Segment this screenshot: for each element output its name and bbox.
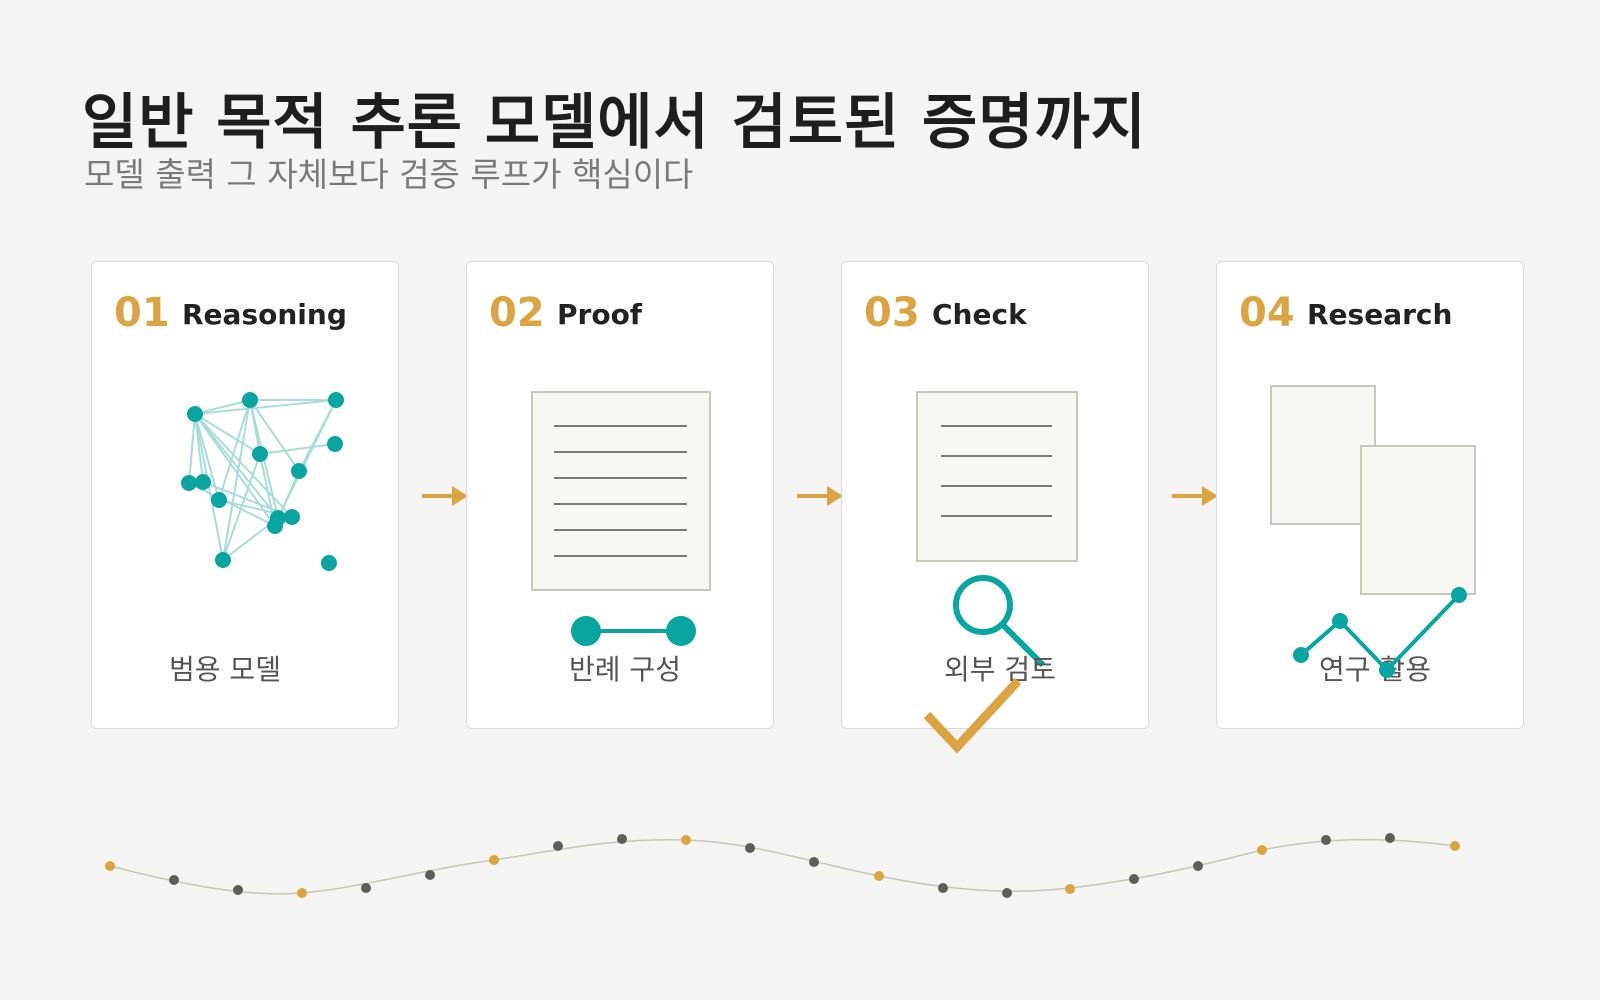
research-papers-icon [1270,385,1476,595]
network-graph-icon [181,392,344,571]
checkmark-icon [923,677,1022,754]
timeline-dot [617,834,627,844]
timeline-dot [169,875,179,885]
step-caption: 반례 구성 [569,653,681,686]
step-card-research: 04 Research 연구 활용 [1216,261,1524,729]
timeline-dot [1450,841,1460,851]
timeline-dot [297,888,307,898]
timeline-dot [425,870,435,880]
timeline-dot [1129,874,1139,884]
step-caption: 외부 검토 [944,653,1056,686]
step-title: Research [1307,298,1453,331]
timeline-dot [745,843,755,853]
timeline-dot [809,857,819,867]
page-title: 일반 목적 추론 모델에서 검토된 증명까지 [82,88,1147,158]
timeline-dot [1257,845,1267,855]
timeline-dot [105,861,115,871]
timeline-dot [1321,835,1331,845]
timeline-dot [1193,861,1203,871]
arrow-right-icon [422,486,468,506]
proof-document-icon [531,391,711,646]
step-card-proof: 02 Proof 반례 구성 [466,261,774,729]
page-subtitle: 모델 출력 그 자체보다 검증 루프가 핵심이다 [84,155,694,194]
timeline-dot [938,883,948,893]
step-number: 03 [864,290,920,336]
step-title: Proof [557,298,642,331]
step-card-check: 03 Check 외부 검토 [841,261,1149,754]
trend-line-icon [1293,587,1467,678]
timeline-dot [1065,884,1075,894]
timeline-dots [105,833,1460,898]
timeline-dot [874,871,884,881]
timeline-dot [489,855,499,865]
timeline-dot [233,885,243,895]
step-caption: 범용 모델 [169,653,281,686]
step-number: 01 [114,290,170,336]
timeline-dot [681,835,691,845]
step-title: Check [932,298,1027,331]
step-number: 02 [489,290,545,336]
step-number: 04 [1239,290,1295,336]
timeline-dot [1385,833,1395,843]
arrow-right-icon [1172,486,1218,506]
timeline-dot [1002,888,1012,898]
timeline-dot [553,841,563,851]
timeline-dot [361,883,371,893]
step-card-reasoning: 01 Reasoning [91,261,399,729]
magnifier-check-icon [916,391,1078,668]
step-title: Reasoning [182,298,347,331]
arrow-right-icon [797,486,843,506]
